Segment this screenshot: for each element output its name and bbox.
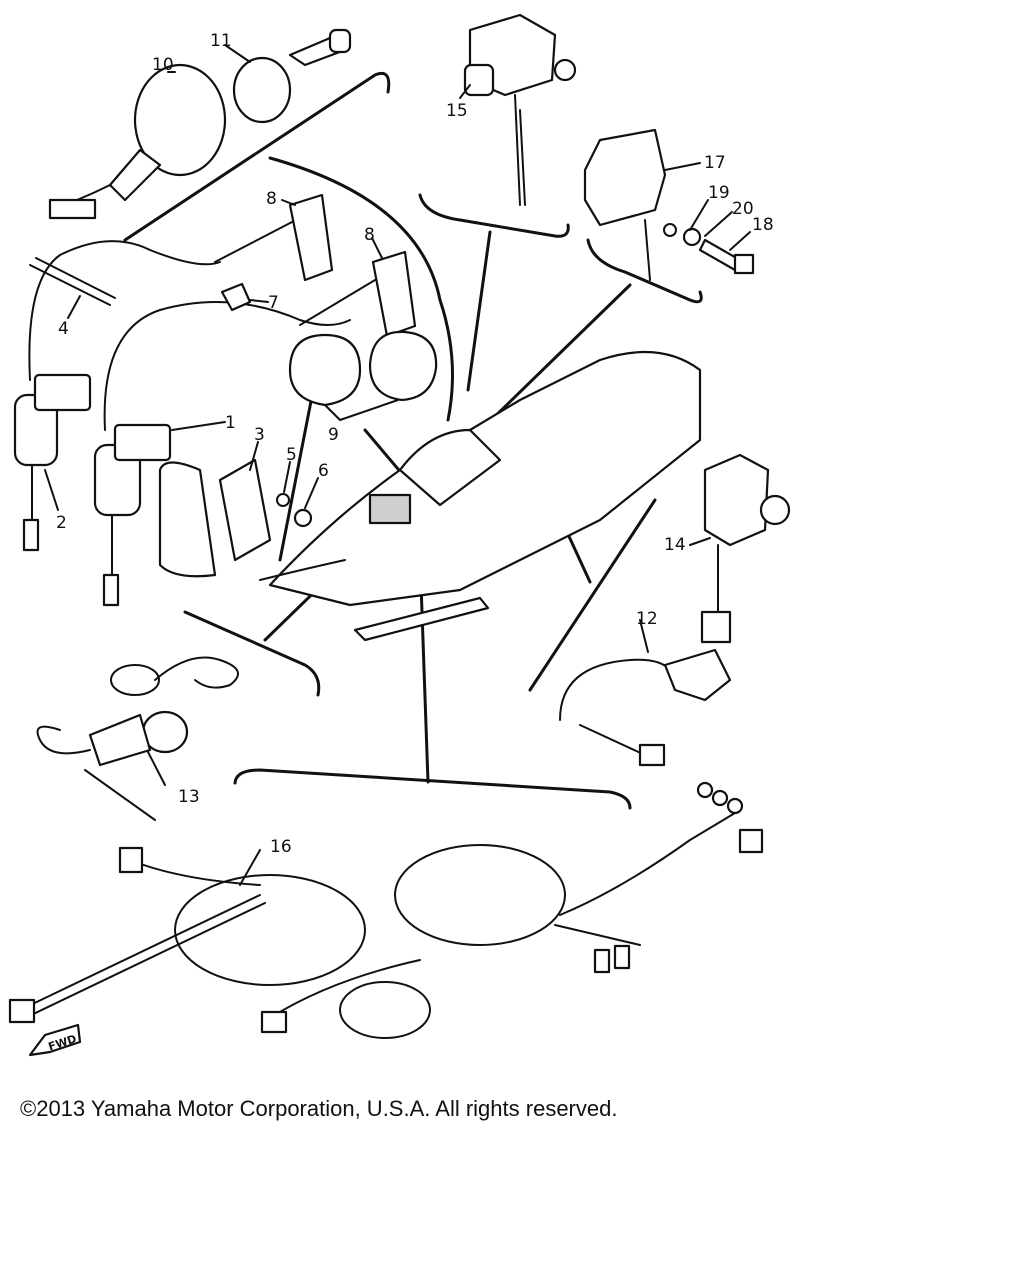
snowmobile xyxy=(259,350,702,642)
parts-diagram: FWD 1 2 3 4 5 6 7 8 8 9 10 xyxy=(8,13,791,1057)
copyright-notice: ©2013 Yamaha Motor Corporation, U.S.A. A… xyxy=(20,1096,618,1121)
callout-11: 11 xyxy=(210,31,232,51)
bolt-4 xyxy=(29,257,116,306)
callout-14: 14 xyxy=(664,535,686,555)
wire-harness xyxy=(8,781,764,1039)
fwd-direction-marker: FWD xyxy=(28,1023,82,1057)
callout-18: 18 xyxy=(752,215,774,235)
plug-boot xyxy=(288,330,438,407)
callout-10: 10 xyxy=(152,55,174,75)
callout-6: 6 xyxy=(318,461,329,481)
callout-7: 7 xyxy=(268,293,279,313)
callout-12: 12 xyxy=(636,609,658,629)
callout-16: 16 xyxy=(270,837,292,857)
callout-4: 4 xyxy=(58,319,69,339)
callout-numbers: 1 2 3 4 5 6 7 8 8 9 10 11 12 13 14 15 16… xyxy=(56,31,774,857)
callout-19: 19 xyxy=(708,183,730,203)
callout-8a: 8 xyxy=(266,189,277,209)
callout-17: 17 xyxy=(704,153,726,173)
component-17 xyxy=(583,128,755,281)
component-15 xyxy=(463,13,577,206)
callout-5: 5 xyxy=(286,445,297,465)
callout-20: 20 xyxy=(732,199,754,219)
callout-2: 2 xyxy=(56,513,67,533)
bracket-3 xyxy=(158,458,313,578)
handlebar-switch-14 xyxy=(700,453,791,644)
clamp-7 xyxy=(220,282,252,312)
callout-leaders xyxy=(44,44,751,886)
callout-1: 1 xyxy=(225,413,236,433)
component-12 xyxy=(559,648,732,767)
callout-8b: 8 xyxy=(364,225,375,245)
callout-15: 15 xyxy=(446,101,468,121)
callout-9: 9 xyxy=(328,425,339,445)
plug-cap xyxy=(214,193,417,338)
callout-3: 3 xyxy=(254,425,265,445)
main-switch xyxy=(48,28,352,220)
callout-13: 13 xyxy=(178,787,200,807)
component-13 xyxy=(36,656,239,821)
ignition-coil xyxy=(13,240,351,607)
